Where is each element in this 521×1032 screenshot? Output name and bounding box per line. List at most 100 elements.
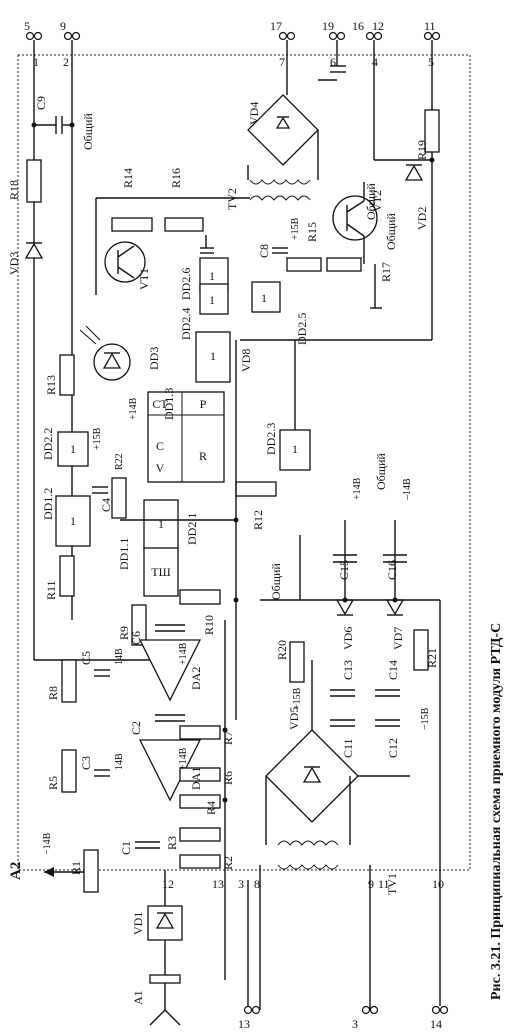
r1-label: R1 <box>69 861 83 875</box>
r15-label: R15 <box>305 222 319 242</box>
vd5-label: VD5 <box>287 707 301 730</box>
dd23-label: DD2.3 <box>264 423 278 455</box>
pin-label: 10 <box>432 877 444 891</box>
r4-label: R4 <box>204 801 218 815</box>
supply-label: –14В <box>402 478 413 501</box>
r21-label: R21 <box>425 648 439 668</box>
gate-label: V <box>156 461 165 475</box>
common-label: Общий <box>374 453 388 490</box>
pin-label: 1 <box>33 55 39 69</box>
dd13-label: DD1.3 <box>162 388 176 420</box>
dd24-label: DD2.4 <box>179 308 193 340</box>
gate-label: ТШ <box>151 565 170 579</box>
tv1-label: TV1 <box>385 873 399 895</box>
c3-label: C3 <box>79 756 93 770</box>
r11-label: R11 <box>44 580 58 600</box>
gate-label: 14В <box>114 753 125 770</box>
module-label: A2 <box>8 862 24 880</box>
supply-label: +15В <box>290 217 301 240</box>
output-stage <box>95 40 440 341</box>
common-label: Общий <box>269 563 283 600</box>
gate-label: R <box>199 449 207 463</box>
c13-label: C13 <box>341 660 355 680</box>
common-label: Общий <box>364 183 378 220</box>
r10-label: R10 <box>202 615 216 635</box>
gate-label: 1 <box>158 517 164 531</box>
r20-label: R20 <box>275 640 289 660</box>
pin-label: 11 <box>424 19 436 33</box>
r5-label: R5 <box>46 776 60 790</box>
dd25-label: DD2.5 <box>295 313 309 345</box>
vd2-label: VD2 <box>415 207 429 230</box>
gate-label: 14В <box>114 648 125 665</box>
r17-label: R17 <box>379 262 393 282</box>
figure-caption: Рис. 3.21. Принципиальная схема приемног… <box>489 623 504 1000</box>
pin-label: 16 <box>352 19 364 33</box>
dd26-label: DD2.6 <box>179 268 193 300</box>
pin-label: 6 <box>330 55 336 69</box>
power-supply <box>259 629 429 1010</box>
da2-label: DA2 <box>189 667 203 690</box>
pin-label: 12 <box>162 877 174 891</box>
input-amplifier <box>44 620 226 1026</box>
gate-label: 1 <box>70 514 76 528</box>
pin-label: 4 <box>372 55 378 69</box>
gate-label: 1 <box>70 442 76 456</box>
c14-label: C14 <box>386 660 400 680</box>
gate-label: 1 <box>292 442 298 456</box>
junction-dots <box>31 122 435 803</box>
pin-label: 13 <box>238 1017 250 1031</box>
vd7-label: VD7 <box>391 627 405 650</box>
c2-label: C2 <box>129 721 143 735</box>
r8-label: R8 <box>46 686 60 700</box>
dd22-label: DD2.2 <box>41 428 55 460</box>
vd6-label: VD6 <box>341 627 355 650</box>
pin-label: 12 <box>372 19 384 33</box>
c12-label: C12 <box>386 738 400 758</box>
dd3-label: DD3 <box>147 347 161 370</box>
c5-label: C5 <box>79 651 93 665</box>
common-label: Общий <box>81 113 95 150</box>
vt1-label: VT1 <box>137 268 151 290</box>
pin-label: 14 <box>430 1017 442 1031</box>
pin-label: 13 <box>212 877 224 891</box>
pin-label: 8 <box>254 877 260 891</box>
tv2-label: TV2 <box>225 188 239 210</box>
pin-label: 19 <box>322 19 334 33</box>
r16-label: R16 <box>169 168 183 188</box>
supply-label: −14В <box>42 832 53 855</box>
c16-label: C16 <box>385 560 399 580</box>
supply-label: +15В <box>92 427 103 450</box>
common-label: Общий <box>384 213 398 250</box>
supply-label: −15В <box>420 707 431 730</box>
vd4-label: VD4 <box>247 102 261 125</box>
vd3-label: VD3 <box>7 252 21 275</box>
gate-label: Р <box>200 397 207 411</box>
c8-label: C8 <box>257 244 271 258</box>
pin-label: 2 <box>63 55 69 69</box>
pin-label: 3 <box>352 1017 358 1031</box>
c15-label: C15 <box>337 560 351 580</box>
antenna-label: A1 <box>131 990 145 1005</box>
logic-section <box>55 325 311 720</box>
pin-label: 5 <box>428 55 434 69</box>
da1-label: DA1 <box>189 767 203 790</box>
r13-label: R13 <box>44 375 58 395</box>
vt2-label: VT2 <box>370 190 384 212</box>
c1-label: C1 <box>119 841 133 855</box>
r22-label: R22 <box>114 453 125 470</box>
r6-label: R6 <box>221 771 235 785</box>
gate-label: 1 <box>261 291 267 305</box>
gate-label: 1 <box>209 269 215 283</box>
r12-label: R12 <box>251 510 265 530</box>
pin-label: 9 <box>60 19 66 33</box>
c4-label: C4 <box>99 498 113 512</box>
c6-label: C6 <box>129 631 143 645</box>
r19-label: R19 <box>415 140 429 160</box>
dd12-label: DD1.2 <box>41 488 55 520</box>
pin-label: 3 <box>238 877 244 891</box>
pin-label: 7 <box>279 55 285 69</box>
supply-label: +14В <box>352 477 363 500</box>
r9-label: R9 <box>117 626 131 640</box>
